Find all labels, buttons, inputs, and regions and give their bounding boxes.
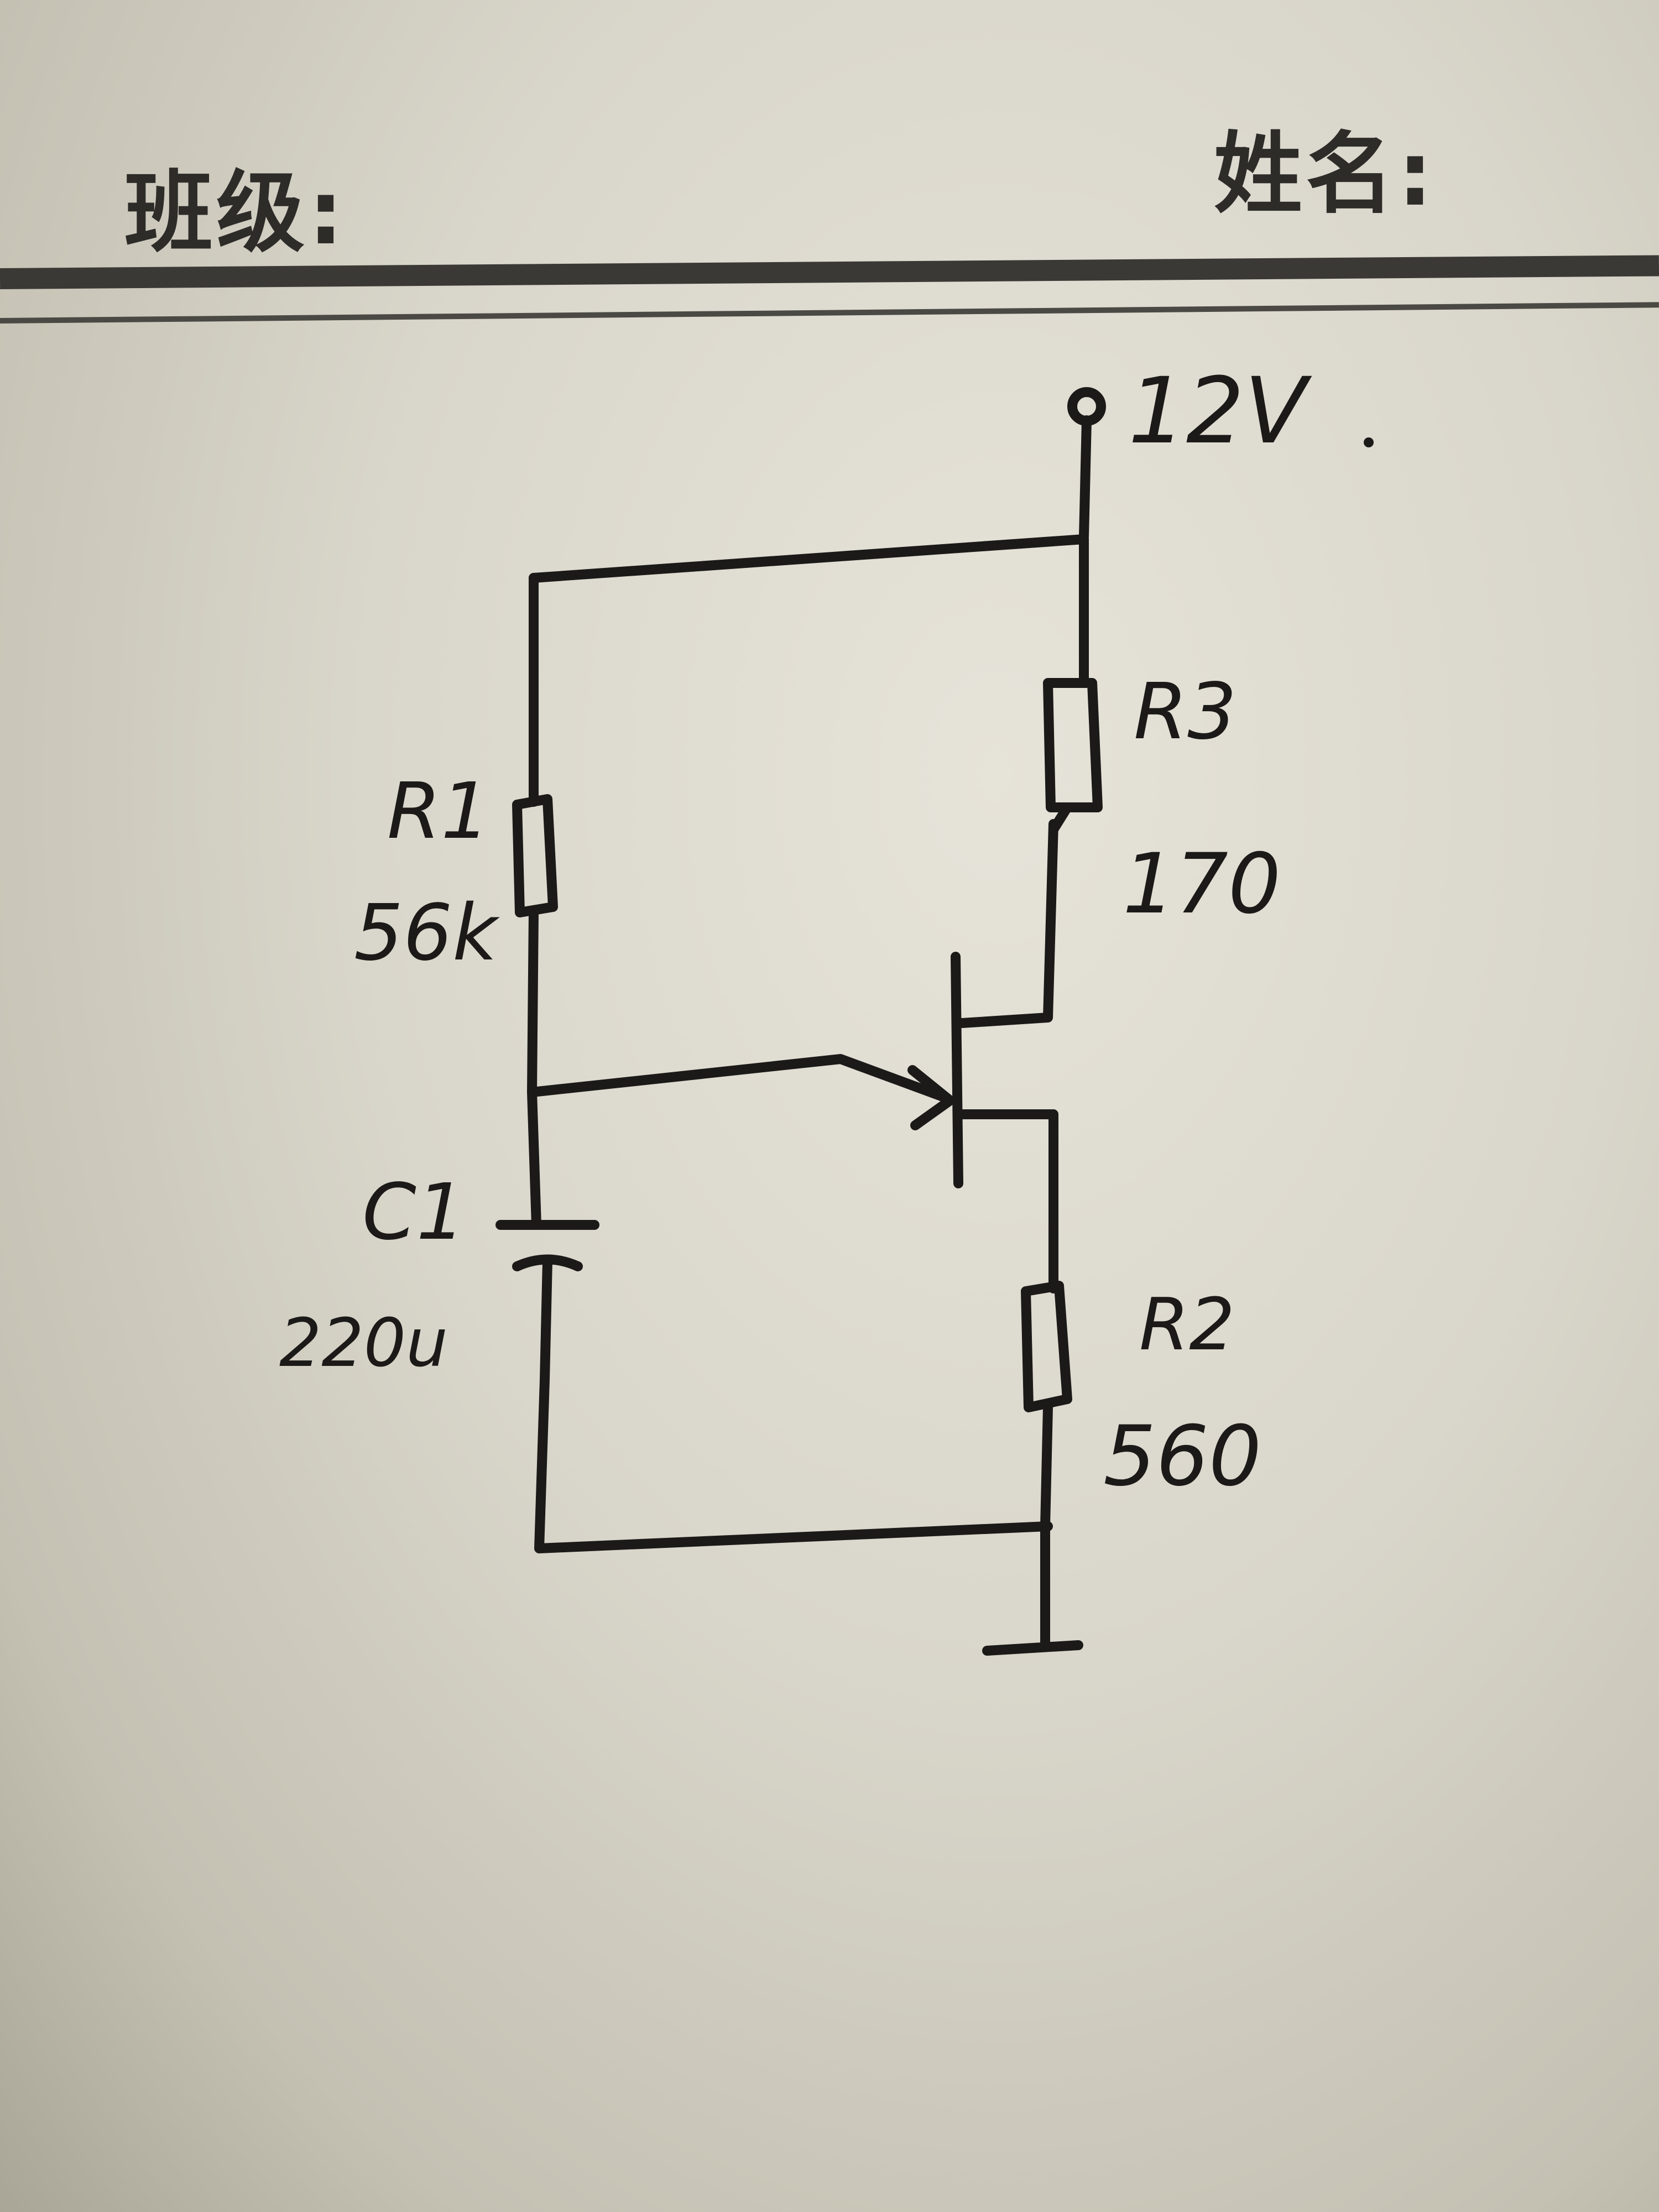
emitter-wire (957, 1109, 1058, 1293)
r3-bottom-wire (1048, 802, 1072, 834)
base-wire (527, 1054, 951, 1103)
c1-value-label: 220u (279, 1305, 448, 1382)
r2-bottom-wire (1040, 1402, 1053, 1531)
supply-lead-wire (1079, 415, 1092, 541)
transistor-base-bar (951, 952, 963, 1188)
period-dot (1364, 437, 1374, 447)
c1-bottom-wire (540, 1256, 552, 1385)
emitter-arrow-icon (907, 1065, 955, 1130)
r3-resistor-body (1043, 678, 1103, 812)
top-rail-wire (529, 534, 1089, 583)
class-label: 班级: (124, 161, 347, 264)
r1-bottom-wire (527, 907, 539, 1097)
r3-value-label: 170 (1123, 836, 1281, 932)
supply-label: 12V (1128, 358, 1312, 464)
r3-name-label: R3 (1134, 667, 1237, 757)
r1-resistor-body (512, 794, 558, 917)
c1-top-wire (527, 1087, 541, 1230)
collector-wire (957, 819, 1058, 1028)
r1-value-label: 56k (354, 888, 500, 978)
r2-value-label: 560 (1103, 1408, 1261, 1505)
r2-resistor-body (1021, 1281, 1072, 1412)
r1-name-label: R1 (387, 766, 490, 857)
bottom-rail-wire (534, 1375, 1053, 1553)
name-label: 姓名: (1214, 122, 1436, 226)
c1-name-label: C1 (362, 1167, 466, 1258)
r2-name-label: R2 (1139, 1282, 1235, 1366)
ground-symbol (982, 1640, 1083, 1656)
